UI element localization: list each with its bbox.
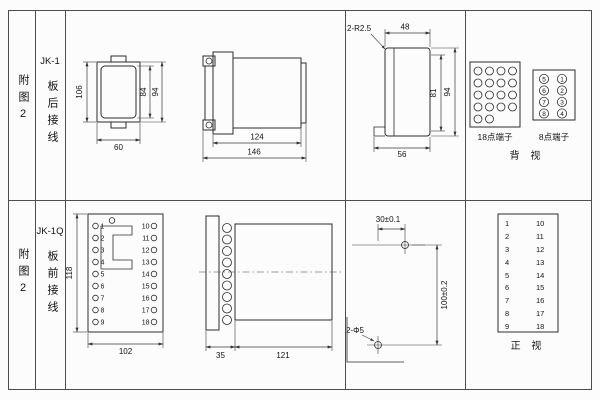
terminal-8pt-grid: 5 1 6 2 7 3 8 4	[539, 74, 568, 119]
jk1q-side-view: 35 121	[199, 215, 342, 360]
terminal-number: 1	[560, 76, 564, 83]
wiring-label-top: 板后接线	[46, 80, 58, 148]
terminal-number: 9	[101, 320, 105, 327]
dim-socket-height: 118	[65, 266, 74, 279]
terminal-number: 3	[101, 248, 105, 255]
dim-body-depth: 121	[276, 351, 290, 360]
terminal-number: 7	[101, 296, 105, 303]
terminal-number: 2	[560, 88, 564, 95]
terminal-number: 7	[542, 99, 546, 106]
terminal-number: 15	[142, 284, 150, 291]
terminal-table: 1 10 2 11 3 12 4 13 5 14 6 15 7 16 8 17 9 18 正 视	[497, 213, 559, 352]
dim-front-width: 60	[114, 143, 123, 152]
front-view-label: 正 视	[511, 339, 546, 352]
dim-hole-spacing-v: 100±0.2	[440, 280, 449, 309]
table-grid	[8, 10, 592, 390]
dim-front-outer-height: 94	[151, 87, 160, 96]
jk1q-front-view: 1 2 3 4 5 6 7 8 9 10 11 12 13 14 15 16 1…	[65, 213, 164, 356]
table-cell: 7	[505, 296, 509, 305]
table-cell: 1	[505, 219, 509, 228]
terminal-8pt-label: 8点端子	[539, 132, 570, 142]
table-cell: 15	[536, 283, 544, 292]
jk1q-mounting-view: 30±0.1 100±0.2 2-Φ5	[346, 215, 449, 363]
table-cell: 12	[536, 245, 544, 254]
table-cell: 9	[505, 322, 509, 331]
terminal-number: 4	[560, 111, 564, 118]
terminal-number: 12	[142, 248, 150, 255]
dim-front-height: 106	[75, 85, 84, 99]
table-cell: 2	[505, 232, 509, 241]
table-cell: 18	[536, 322, 544, 331]
dim-rear-inner: 81	[429, 88, 438, 97]
terminal-number: 17	[142, 308, 150, 315]
terminal-number: 16	[142, 296, 150, 303]
table-cell: 10	[536, 219, 544, 228]
terminal-number: 2	[101, 236, 105, 243]
table-cell: 17	[536, 309, 544, 318]
terminal-number: 1	[101, 224, 105, 231]
terminal-18pt-label: 18点端子	[478, 132, 513, 142]
dim-rear-top: 48	[401, 23, 410, 32]
table-cell: 5	[505, 271, 509, 280]
terminal-number: 4	[101, 260, 105, 267]
figure-label-bottom: 附图2	[17, 248, 29, 300]
back-view-label: 背 视	[510, 149, 545, 162]
terminal-number: 13	[142, 260, 150, 267]
table-cell: 16	[536, 296, 544, 305]
wiring-label-bottom: 板前接线	[46, 250, 58, 318]
figure-label-top: 附图2	[17, 74, 29, 126]
terminal-number: 8	[542, 111, 546, 118]
terminal-18pt-grid	[473, 66, 517, 124]
table-cell: 8	[505, 309, 509, 318]
table-cell: 11	[536, 232, 544, 241]
terminal-views: 18点端子 5 1 6 2 7 3 8 4 8点端子 背 视	[469, 61, 576, 162]
dim-side-body: 124	[250, 133, 264, 142]
jk1-rear-view: 2-R2.5 48 81 94 56	[347, 23, 459, 159]
dim-socket-width: 102	[119, 347, 133, 356]
dim-rear-bottom: 56	[398, 150, 407, 159]
table-cell: 6	[505, 283, 509, 292]
hole-callout: 2-Φ5	[346, 326, 364, 335]
terminal-number: 6	[542, 88, 546, 95]
side-terminal-bumps	[222, 223, 232, 325]
terminal-number: 5	[101, 272, 105, 279]
jk1-side-view: 124 146	[202, 51, 307, 162]
terminal-number: 8	[101, 308, 105, 315]
terminal-number: 5	[542, 76, 546, 83]
socket-right-terminals: 10 11 12 13 14 15 16 17 18	[142, 222, 158, 327]
table-cell: 4	[505, 258, 509, 267]
model-label-bottom: JK-1Q	[36, 226, 64, 237]
socket-left-terminals: 1 2 3 4 5 6 7 8 9	[92, 222, 105, 327]
table-cell: 3	[505, 245, 509, 254]
terminal-number: 11	[142, 236, 149, 243]
dim-front-inner-height: 84	[139, 87, 148, 96]
model-label-top: JK-1	[40, 56, 60, 67]
table-cell: 14	[536, 271, 544, 280]
table-cell: 13	[536, 258, 544, 267]
terminal-number: 3	[560, 99, 564, 106]
jk1-front-view: 106 84 94 60	[75, 55, 166, 152]
terminal-number: 18	[142, 320, 150, 327]
dim-corner-radius: 2-R2.5	[347, 24, 372, 33]
terminal-number: 10	[142, 224, 150, 231]
terminal-number: 6	[101, 284, 105, 291]
dim-side-total: 146	[247, 148, 261, 157]
terminal-number: 14	[142, 272, 150, 279]
dim-hole-spacing-h: 30±0.1	[376, 215, 401, 224]
dim-flange-depth: 35	[216, 351, 225, 360]
dim-rear-outer: 94	[443, 87, 452, 96]
